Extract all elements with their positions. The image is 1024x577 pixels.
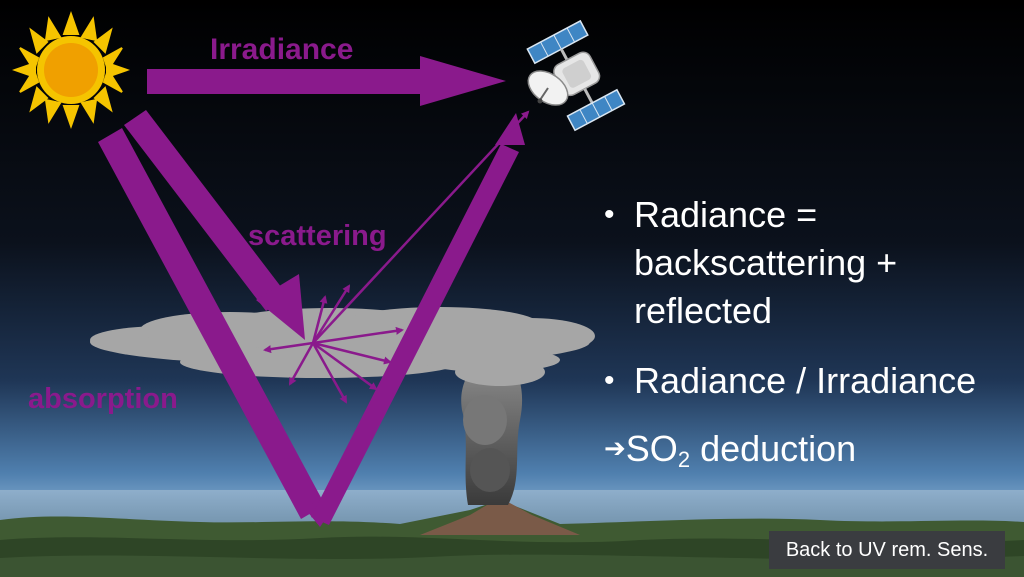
bullet-marker: • [604,364,615,397]
bullet-radiance-ratio: • Radiance / Irradiance [604,357,1024,405]
bullet-so2-deduction: ➔SO2 deduction [604,424,856,484]
deduction-text: deduction [690,428,857,469]
so2-subscript: 2 [677,447,691,472]
volcano-icon [420,502,580,535]
reflected-arrow [311,113,525,525]
absorption-label: absorption [28,383,178,415]
bullet-marker: • [604,198,615,231]
irradiance-arrow [147,56,506,106]
bullet-line: reflected [634,290,773,331]
sun-icon [11,10,131,130]
bullet-line: Radiance = [634,194,818,235]
irradiance-label: Irradiance [210,33,354,66]
satellite-icon [526,19,626,132]
scattering-label: scattering [248,220,387,252]
arrow-marker: ➔ [604,433,626,463]
bullet-line: backscattering + [634,242,898,283]
volcanic-plume [461,360,523,505]
bullet-radiance-definition: • Radiance = backscattering + reflected [604,191,1014,335]
landscape [0,500,1024,577]
back-button[interactable]: Back to UV rem. Sens. [769,531,1005,569]
scatter-rays [263,284,404,404]
scattering-arrow [124,110,305,340]
backscatter-arrow [312,110,530,344]
so2-text: SO [625,428,678,469]
bullet-text: Radiance / Irradiance [634,360,977,401]
